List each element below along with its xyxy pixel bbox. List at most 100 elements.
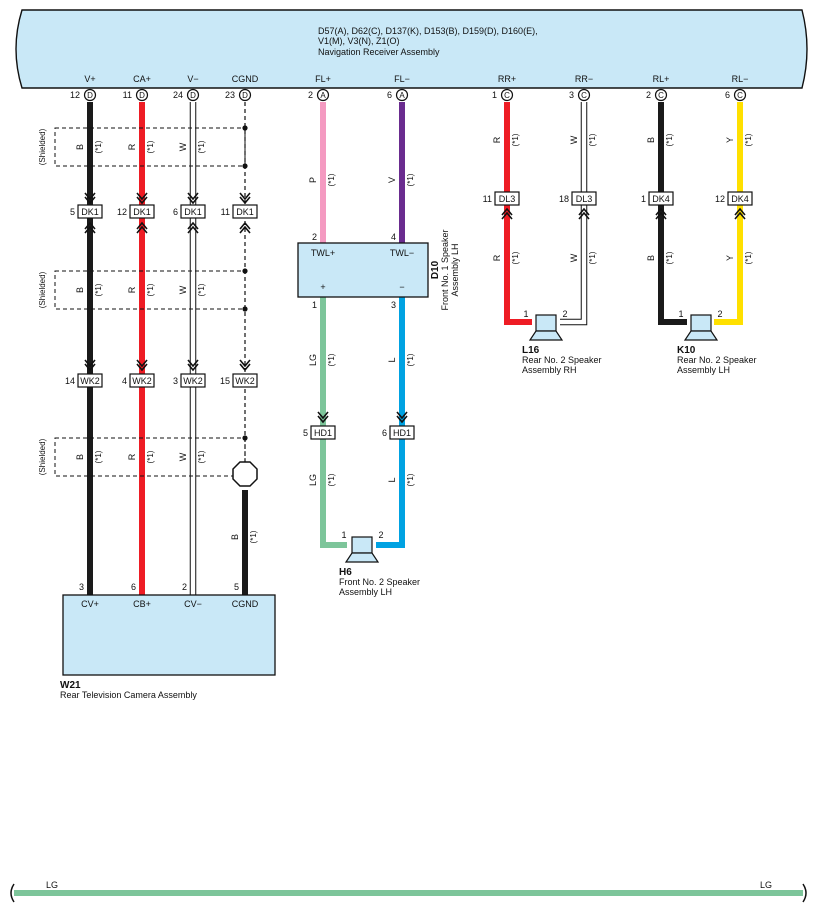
nav-connectors-line2: V1(M), V3(N), Z1(O) bbox=[318, 36, 400, 46]
wire-w-rr-minus bbox=[560, 102, 587, 325]
connector-letter: A bbox=[399, 91, 405, 100]
svg-text:18: 18 bbox=[559, 194, 569, 204]
wire-note: (*1) bbox=[197, 140, 206, 153]
wire-color-label: LG bbox=[46, 880, 58, 890]
wire-lg-d10-out bbox=[320, 297, 347, 548]
shield-group-2 bbox=[54, 270, 246, 310]
k10-speaker: 1 2 K10 Rear No. 2 Speaker Assembly LH bbox=[677, 309, 757, 375]
wire-color-label: B bbox=[75, 144, 85, 150]
wire-note: (*1) bbox=[94, 283, 103, 296]
terminal-label: + bbox=[320, 282, 325, 292]
svg-text:DK4: DK4 bbox=[731, 194, 749, 204]
connector-letter: A bbox=[320, 91, 326, 100]
speaker-icon bbox=[344, 536, 380, 563]
pin-number: 3 bbox=[569, 90, 574, 100]
wire-color-label: R bbox=[127, 286, 137, 293]
shield-group-3 bbox=[54, 437, 246, 477]
pin-number: 11 bbox=[123, 90, 132, 100]
svg-text:3: 3 bbox=[173, 376, 178, 386]
h6-speaker: 1 2 H6 Front No. 2 Speaker Assembly LH bbox=[339, 530, 420, 597]
svg-text:HD1: HD1 bbox=[314, 428, 332, 438]
svg-text:12: 12 bbox=[715, 194, 725, 204]
wire-note: (*1) bbox=[406, 173, 415, 186]
pin-number: 1 bbox=[341, 530, 346, 540]
wire-note: (*1) bbox=[744, 133, 753, 146]
svg-text:DK1: DK1 bbox=[236, 207, 254, 217]
wire-note: (*1) bbox=[327, 173, 336, 186]
wire-color-label: R bbox=[127, 143, 137, 150]
svg-text:WK2: WK2 bbox=[132, 376, 152, 386]
pin-number: 1 bbox=[312, 300, 317, 310]
terminal-label: V− bbox=[187, 74, 198, 84]
terminal-label: CA+ bbox=[133, 74, 151, 84]
component-id: L16 bbox=[522, 345, 540, 356]
connector-letter: D bbox=[242, 91, 248, 100]
wire-break-right-icon bbox=[802, 883, 807, 903]
connector-letter: D bbox=[139, 91, 145, 100]
svg-text:DL3: DL3 bbox=[576, 194, 593, 204]
wire-y-rl-minus bbox=[714, 102, 743, 325]
terminal-label: CV− bbox=[184, 599, 202, 609]
terminal-label: RR+ bbox=[498, 74, 516, 84]
wire-color-label: LG bbox=[308, 354, 318, 366]
wire-r-rr-plus bbox=[504, 102, 532, 325]
wire-color-label: W bbox=[569, 135, 579, 144]
ground-point-icon bbox=[232, 461, 258, 487]
speaker-icon bbox=[528, 314, 564, 341]
terminal-label: RL+ bbox=[653, 74, 670, 84]
pin-number: 6 bbox=[725, 90, 730, 100]
wire-w-rr-minus-outline bbox=[560, 102, 588, 326]
wire-break-left-icon bbox=[10, 883, 15, 903]
component-name: Rear No. 2 Speaker bbox=[522, 355, 602, 365]
pin-number: 12 bbox=[70, 90, 80, 100]
svg-text:DK1: DK1 bbox=[133, 207, 151, 217]
wire-note: (*1) bbox=[197, 450, 206, 463]
wire-color-label: L bbox=[387, 477, 397, 482]
pin-number: 2 bbox=[562, 309, 567, 319]
terminal-label: − bbox=[399, 282, 404, 292]
component-id: K10 bbox=[677, 345, 696, 356]
speaker-icon bbox=[683, 314, 719, 341]
wk2-connector: WK2 WK2 WK2 WK2 14 4 3 15 bbox=[65, 373, 258, 388]
svg-text:WK2: WK2 bbox=[80, 376, 100, 386]
wire-color-label: Y bbox=[725, 137, 735, 143]
wire-note: (*1) bbox=[327, 473, 336, 486]
svg-text:1: 1 bbox=[641, 194, 646, 204]
wire-color-label: W bbox=[569, 253, 579, 262]
l16-speaker: 1 2 L16 Rear No. 2 Speaker Assembly RH bbox=[522, 309, 602, 375]
wire-color-label: R bbox=[492, 136, 502, 143]
pin-number: 6 bbox=[131, 582, 136, 592]
wire-note: (*1) bbox=[588, 251, 597, 264]
terminal-label: CB+ bbox=[133, 599, 151, 609]
connector-letter: D bbox=[87, 91, 93, 100]
svg-text:6: 6 bbox=[382, 428, 387, 438]
wire-color-label: B bbox=[646, 255, 656, 261]
wire-color-label: B bbox=[75, 287, 85, 293]
svg-text:14: 14 bbox=[65, 376, 75, 386]
wire-color-label: L bbox=[387, 357, 397, 362]
connector-letter: C bbox=[581, 91, 587, 100]
terminal-label: FL+ bbox=[315, 74, 331, 84]
svg-text:DK4: DK4 bbox=[652, 194, 670, 204]
svg-text:DK1: DK1 bbox=[81, 207, 99, 217]
wire-color-label: W bbox=[178, 285, 188, 294]
wire-note: (*1) bbox=[511, 251, 520, 264]
shield-group-1 bbox=[54, 127, 246, 167]
wire-color-label: B bbox=[75, 454, 85, 460]
pin-number: 2 bbox=[312, 232, 317, 242]
wire-note: (*1) bbox=[406, 473, 415, 486]
wires bbox=[14, 102, 803, 896]
svg-text:5: 5 bbox=[70, 207, 75, 217]
svg-text:4: 4 bbox=[122, 376, 127, 386]
wire-note: (*1) bbox=[146, 283, 155, 296]
wire-color-label: B bbox=[230, 534, 240, 540]
svg-text:WK2: WK2 bbox=[235, 376, 255, 386]
component-id: H6 bbox=[339, 567, 352, 578]
svg-text:HD1: HD1 bbox=[393, 428, 411, 438]
component-name: Front No. 2 Speaker bbox=[339, 577, 420, 587]
terminal-label: FL− bbox=[394, 74, 410, 84]
wire-labels: B (*1) R (*1) W (*1) B (*1) R (*1) W (*1… bbox=[75, 133, 753, 543]
wire-note: (*1) bbox=[94, 450, 103, 463]
wire-b-rl-plus bbox=[658, 102, 687, 325]
pin-number: 1 bbox=[523, 309, 528, 319]
